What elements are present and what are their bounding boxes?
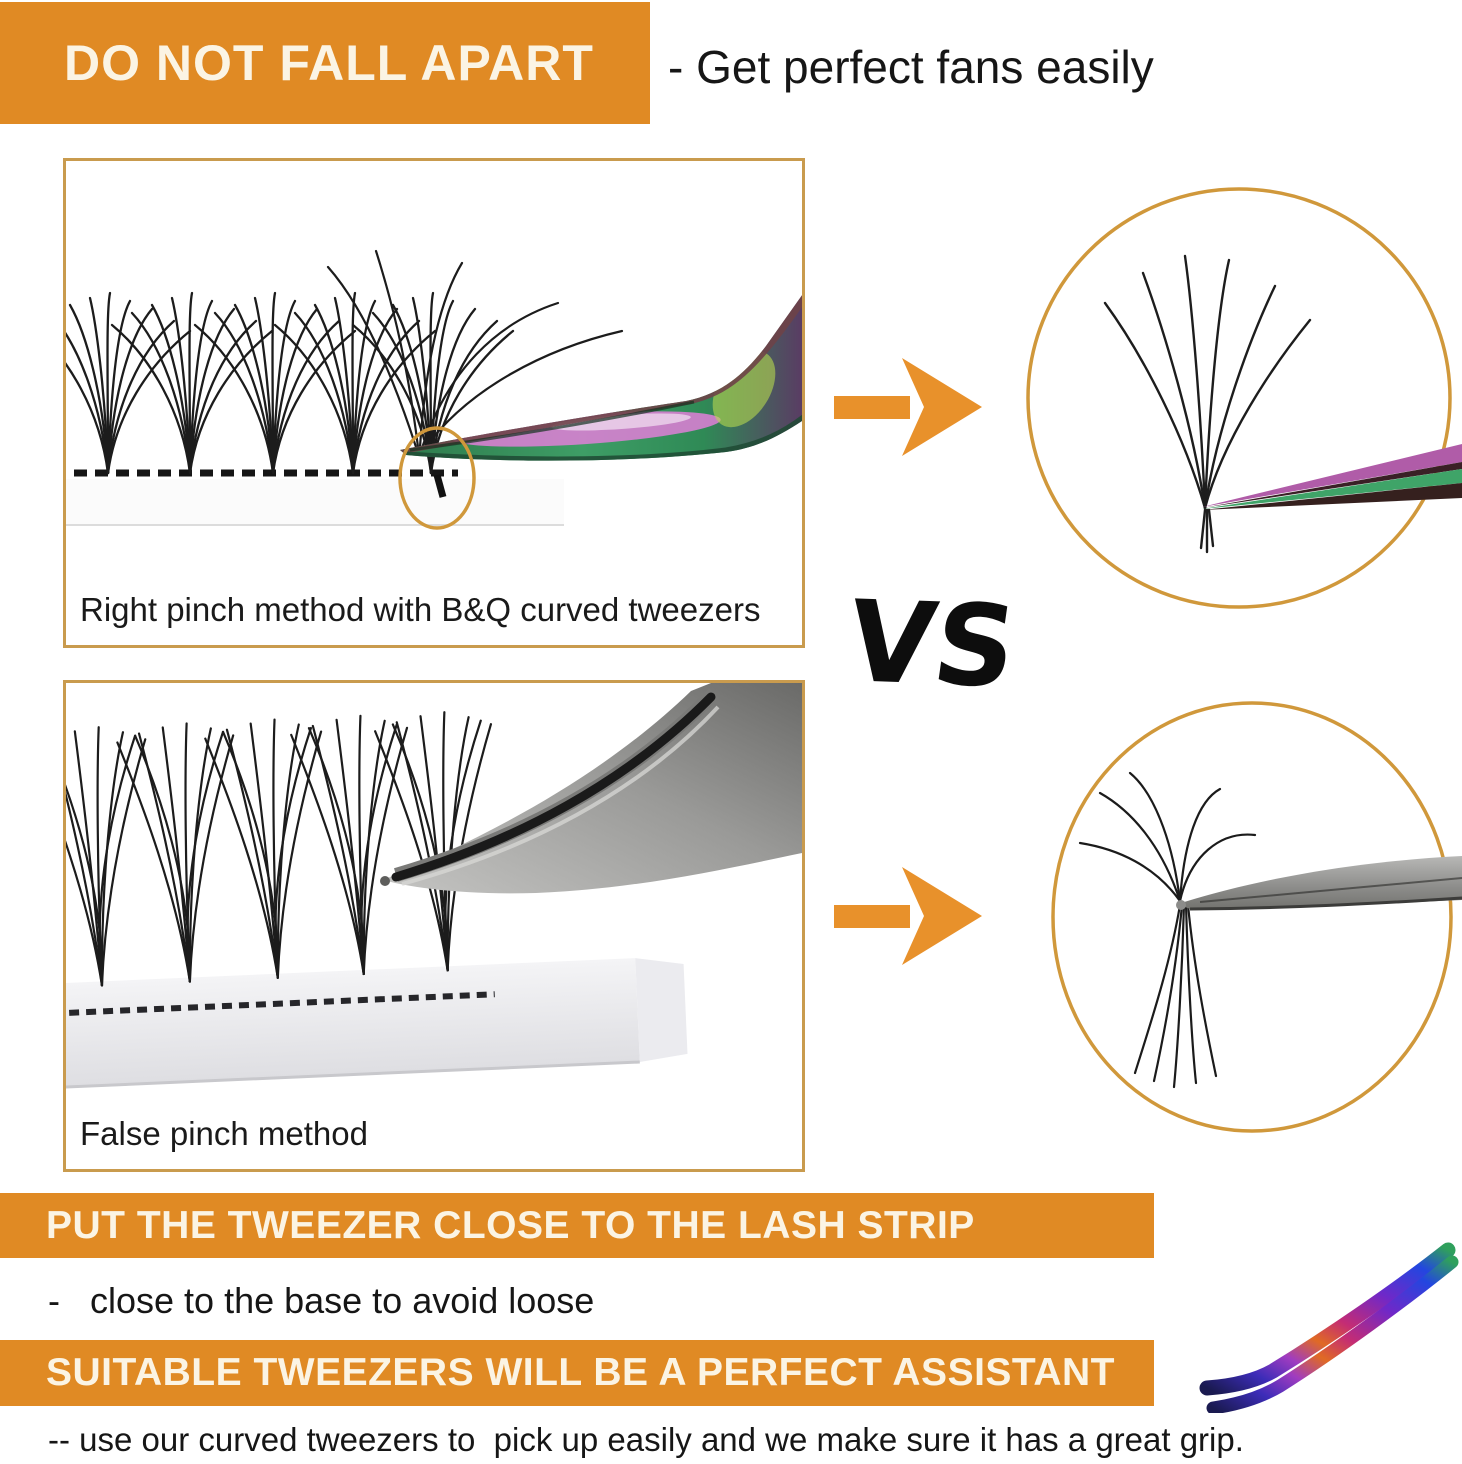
strip-dashed-line xyxy=(68,991,495,1016)
loose-fan xyxy=(1078,771,1257,1089)
steel-tweezer-tip xyxy=(1176,856,1462,911)
rainbow-curved-tweezers xyxy=(400,291,802,461)
header-subtitle: - Get perfect fans easily xyxy=(668,41,1154,93)
banner-heading: SUITABLE TWEEZERS WILL BE A PERFECT ASSI… xyxy=(46,1351,1116,1394)
steel-tweezers xyxy=(380,683,802,894)
lash-strip-paper xyxy=(66,469,564,526)
banner-suitable-tweezers: SUITABLE TWEEZERS WILL BE A PERFECT ASSI… xyxy=(0,1340,1154,1406)
tip-use-curved-tweezers: -- use our curved tweezers to pick up ea… xyxy=(48,1421,1244,1458)
result-circle-loose xyxy=(1051,701,1462,1133)
banner-heading: PUT THE TWEEZER CLOSE TO THE LASH STRIP xyxy=(46,1204,975,1247)
result-ring xyxy=(1026,187,1452,609)
caption-right-pinch: Right pinch method with B&Q curved tweez… xyxy=(80,591,761,628)
method-panel-false-pinch: False pinch method xyxy=(63,680,805,1172)
false-pinch-photo xyxy=(66,683,802,1089)
method-panel-right-pinch: Right pinch method with B&Q curved tweez… xyxy=(63,158,805,648)
lash-strip-bar xyxy=(66,709,688,1089)
header-banner: DO NOT FALL APART xyxy=(0,2,650,124)
arrow-right-icon xyxy=(834,358,982,456)
tweezer-arm-upper xyxy=(1199,1242,1456,1396)
tweezer-arm-lower xyxy=(1206,1255,1459,1413)
tip-close-to-base: - close to the base to avoid loose xyxy=(48,1280,595,1321)
caption-false-pinch: False pinch method xyxy=(80,1115,368,1152)
vs-label: VS xyxy=(839,577,1025,713)
result-ring xyxy=(1051,701,1453,1133)
lash-fans-row xyxy=(66,709,503,990)
product-tweezers-photo xyxy=(1199,1242,1459,1413)
pickup-point-circle xyxy=(398,426,476,530)
perfect-fan xyxy=(1103,254,1312,554)
arrow-right-icon xyxy=(834,867,982,965)
fan-base-stub xyxy=(433,474,447,498)
rainbow-tweezer-tip xyxy=(1202,444,1462,510)
banner-put-tweezer-close: PUT THE TWEEZER CLOSE TO THE LASH STRIP xyxy=(0,1193,1154,1258)
result-circle-good xyxy=(1026,187,1462,609)
right-pinch-photo xyxy=(66,249,802,530)
header-title: DO NOT FALL APART xyxy=(64,35,594,91)
